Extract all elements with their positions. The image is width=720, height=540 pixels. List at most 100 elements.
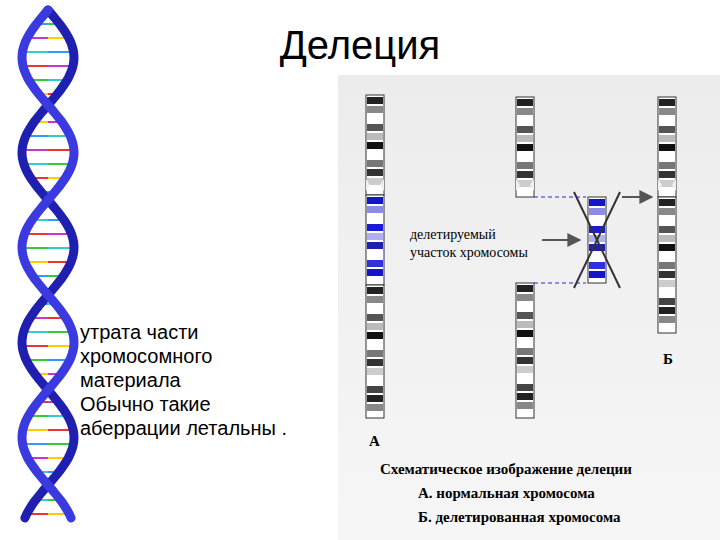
chromosome-band xyxy=(367,341,383,348)
chromosome-band xyxy=(659,108,675,115)
chromosome-band xyxy=(367,242,383,249)
chromosome-band xyxy=(367,224,383,231)
note-text: Обычно такие аберрации летальны . xyxy=(80,392,310,440)
deletion-guides xyxy=(534,197,652,283)
cross-mark xyxy=(574,192,620,288)
chromosome-band xyxy=(659,289,675,296)
chromosome-band xyxy=(659,316,675,323)
chromosome-band xyxy=(659,271,675,278)
chromosome-band xyxy=(367,323,383,330)
chromosome-band xyxy=(367,260,383,267)
chromosome-band xyxy=(367,187,383,194)
dna-helix xyxy=(22,10,74,518)
chromosome-band xyxy=(589,271,605,278)
centromere xyxy=(366,179,384,191)
chromosome-band xyxy=(589,199,605,206)
chromosome-arm xyxy=(366,195,384,285)
chromosome-band xyxy=(589,208,605,215)
figure-panel xyxy=(338,75,720,540)
chromosome-band xyxy=(659,99,675,106)
chromosome-band xyxy=(659,162,675,169)
chromosome-band xyxy=(517,135,533,142)
chromosome-arm xyxy=(516,283,534,418)
slide-title: Делеция xyxy=(200,22,520,68)
callout-label: делетируемый участок хромосомы xyxy=(410,226,538,262)
chromosome-band xyxy=(659,144,675,151)
chromosome-band xyxy=(589,217,605,224)
chromosome-band xyxy=(517,144,533,151)
chromosome-band xyxy=(517,366,533,373)
chromosome-band xyxy=(367,287,383,294)
chromosome-band xyxy=(517,153,533,160)
chromosome-band xyxy=(659,280,675,287)
chromosome-band xyxy=(659,180,675,187)
chromosome-band xyxy=(517,375,533,382)
chromosome-band xyxy=(659,208,675,215)
chromosome-band xyxy=(659,298,675,305)
dna-strand xyxy=(22,10,74,518)
chromosome-arm xyxy=(516,97,534,197)
chromosome-band xyxy=(659,126,675,133)
chromosome-arm xyxy=(366,285,384,418)
chromosome-band xyxy=(659,262,675,269)
chromosome-band xyxy=(367,197,383,204)
chromosome-band xyxy=(517,312,533,319)
chromosome-band xyxy=(517,402,533,409)
centromere xyxy=(658,179,676,191)
chromosome-band xyxy=(659,171,675,178)
chromosome-band xyxy=(367,332,383,339)
chromosome-band xyxy=(659,253,675,260)
chromosome-band xyxy=(517,330,533,337)
chromosome-band xyxy=(659,226,675,233)
chromosome-band xyxy=(367,359,383,366)
chromosome-band xyxy=(367,215,383,222)
chromosomes xyxy=(366,95,676,418)
chromosome-band xyxy=(367,206,383,213)
chromosome-band xyxy=(517,294,533,301)
chromosome-band xyxy=(367,395,383,402)
chromosome-arm xyxy=(366,95,384,195)
chromosome-band xyxy=(367,97,383,104)
chromosome-band xyxy=(367,106,383,113)
chromosome-band xyxy=(367,404,383,411)
chromosome-arm xyxy=(658,97,676,197)
chromosome-band xyxy=(517,303,533,310)
chromosome-band xyxy=(517,384,533,391)
caption-line: А. нормальная хромосома xyxy=(418,484,708,502)
chromosome-band xyxy=(517,171,533,178)
definition-text: утрата части хромосомного материала xyxy=(80,320,310,392)
chromosome-arm xyxy=(658,197,676,333)
chromosome-band xyxy=(367,296,383,303)
figure-caption: Схематическое изображение делеции xyxy=(380,460,710,478)
chromosome-band xyxy=(659,153,675,160)
figure-letter: Б xyxy=(663,350,693,368)
chromosome-band xyxy=(659,235,675,242)
figure-letter: А xyxy=(369,432,399,450)
chromosome-band xyxy=(659,117,675,124)
chromosome-band xyxy=(517,180,533,187)
chromosome-band xyxy=(367,269,383,276)
chromosome-band xyxy=(589,253,605,260)
chromosome-band xyxy=(517,339,533,346)
chromosome-band xyxy=(517,162,533,169)
chromosome-band xyxy=(367,350,383,357)
chromosome-band xyxy=(517,393,533,400)
chromosome-band xyxy=(367,151,383,158)
chromosome-band xyxy=(659,217,675,224)
chromosome-band xyxy=(659,325,675,332)
centromere xyxy=(516,179,534,191)
chromosome-band xyxy=(659,244,675,251)
chromosome-band xyxy=(367,314,383,321)
chromosome-band xyxy=(517,348,533,355)
chromosome-band xyxy=(517,321,533,328)
chromosome-band xyxy=(367,115,383,122)
chromosome-band xyxy=(367,386,383,393)
chromosome-band xyxy=(517,357,533,364)
chromosome-band xyxy=(367,233,383,240)
chromosome-band xyxy=(517,126,533,133)
chromosome-band xyxy=(367,169,383,176)
chromosome-band xyxy=(367,368,383,375)
chromosome-band xyxy=(517,285,533,292)
caption-line: Б. делетированная хромосома xyxy=(418,508,708,526)
